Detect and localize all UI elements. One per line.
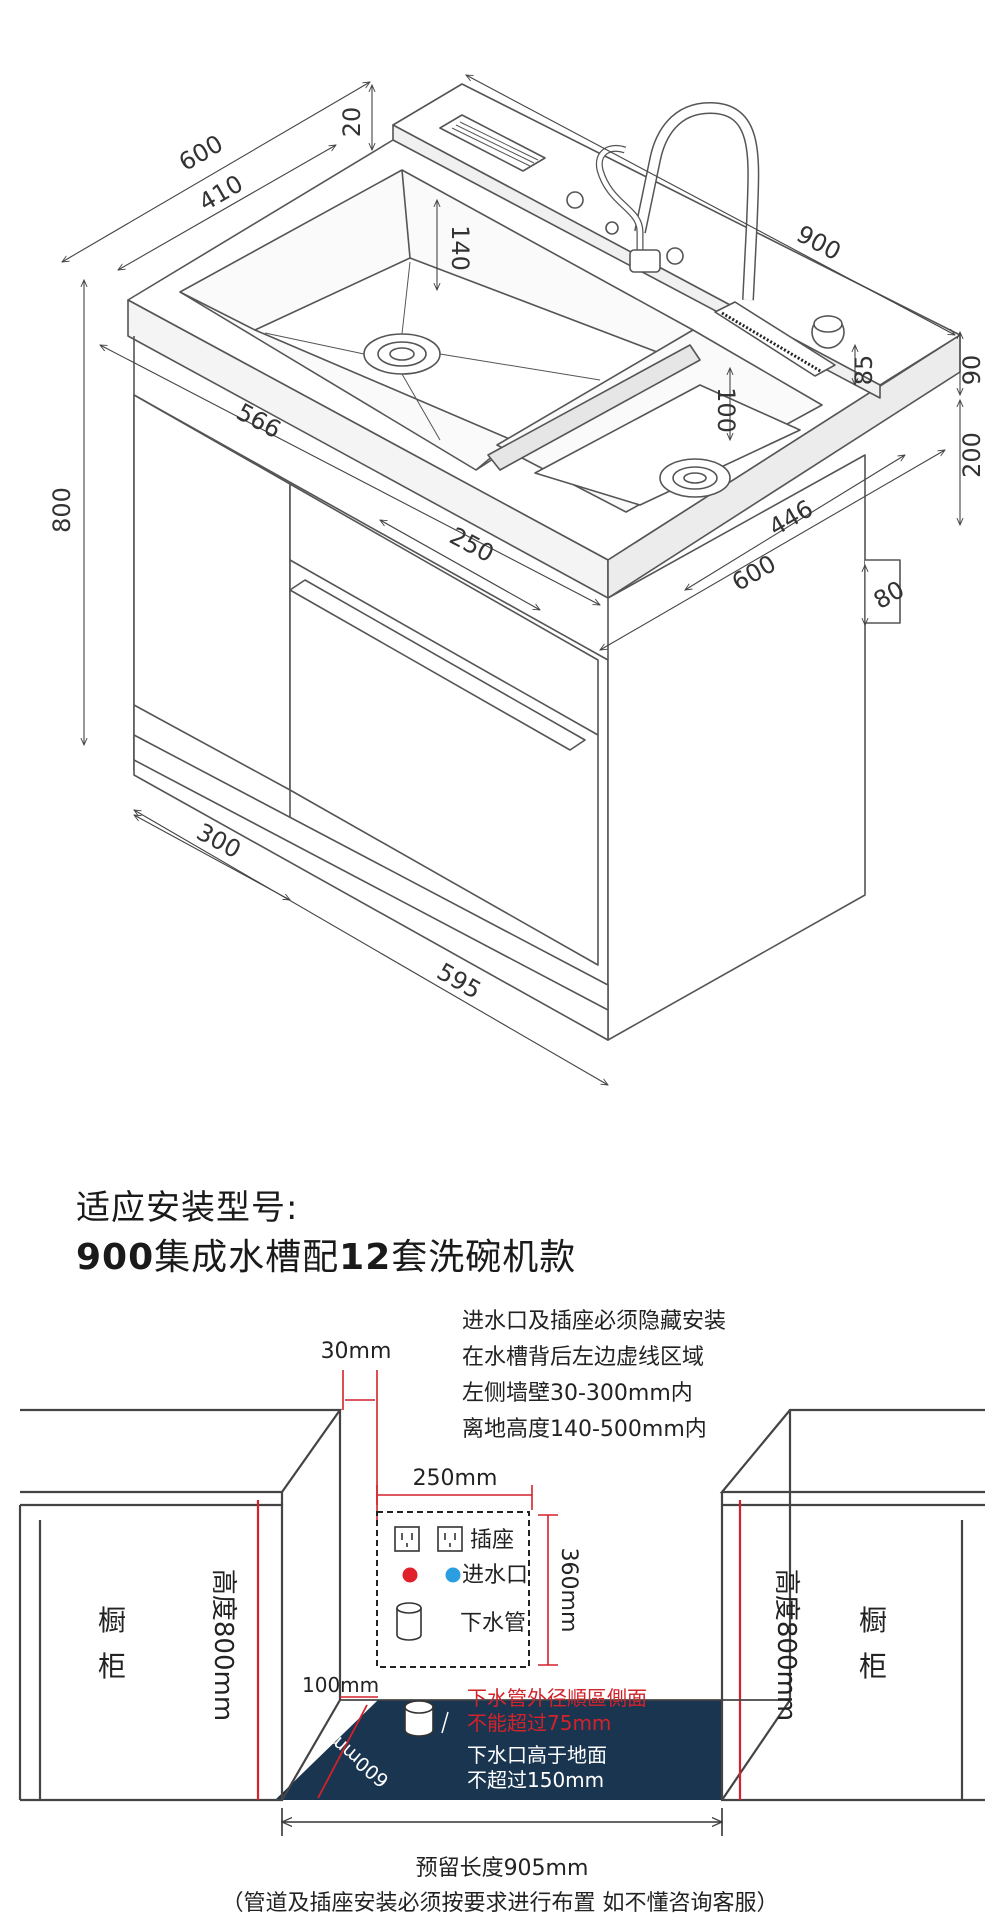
model-desc-b: 套洗碗机款 [391,1237,577,1278]
white-note-2: 不超过150mm [467,1768,604,1792]
dim-800-left: 800 [48,487,76,533]
model-heading: 适应安装型号: [76,1188,299,1228]
dim-100: 100 [712,387,740,433]
drain-pipe-label: 下水管 [460,1611,526,1636]
width-250-label: 250mm [413,1466,498,1491]
cabinet-right-label-1: 橱 [859,1604,887,1637]
utility-zone [376,1511,530,1668]
note-line-4: 离地高度140-500mm内 [462,1417,707,1442]
height-left-label: 高度800mm [208,1569,238,1721]
cabinet-left-label-2: 柜 [98,1650,126,1683]
white-note-1: 下水口高于地面 [467,1743,607,1767]
note-line-1: 进水口及插座必须隐藏安装 [462,1309,726,1334]
gap-30-label: 30mm [321,1339,392,1364]
model-size: 900 [76,1237,155,1278]
dim-20: 20 [338,107,366,138]
floor-area [275,1700,722,1800]
dim-410: 410 [194,169,248,216]
model-desc-a: 集成水槽配 [154,1237,340,1278]
model-sets: 12 [339,1237,392,1278]
dim-140: 140 [446,225,474,271]
drain-pipe-icon [396,1602,422,1641]
socket-icon [394,1526,463,1552]
floor-drain-icon [404,1700,434,1737]
main-drain [363,333,441,375]
sink-cabinet-drawing [127,83,961,1041]
installation-space: 30mm 250mm 360mm 插座 进水口 下水管 [18,1309,985,1916]
right-cabinet [719,1408,985,1802]
footer-note: （管道及插座安装必须按要求进行布置 如不懂咨询客服） [222,1891,779,1916]
height-right-label: 高度800mm [771,1569,801,1721]
dim-100-label: 100mm [302,1673,379,1697]
reserved-length-label: 预留长度905mm [416,1856,589,1881]
note-line-3: 左侧墙壁30-300mm内 [462,1381,693,1406]
inlet-label: 进水口 [462,1563,528,1588]
dim-90: 90 [958,355,986,386]
inlet-red-icon [402,1567,418,1583]
left-cabinet [18,1408,343,1802]
red-note-2: 不能超过75mm [467,1711,611,1735]
model-name: 900集成水槽配12套洗碗机款 [76,1228,576,1280]
red-note-1: 下水管外径順區側面 [467,1686,647,1710]
dim-85: 85 [850,355,878,386]
dim-200: 200 [958,432,986,478]
dimension-lines [62,75,960,1085]
socket-label: 插座 [470,1528,514,1553]
note-line-2: 在水槽背后左边虚线区域 [462,1345,704,1370]
inlet-blue-icon [445,1567,461,1583]
height-360-label: 360mm [556,1548,581,1633]
cabinet-left-label-1: 橱 [98,1604,126,1637]
cabinet-right-label-2: 柜 [859,1650,887,1683]
second-drain [659,458,731,498]
